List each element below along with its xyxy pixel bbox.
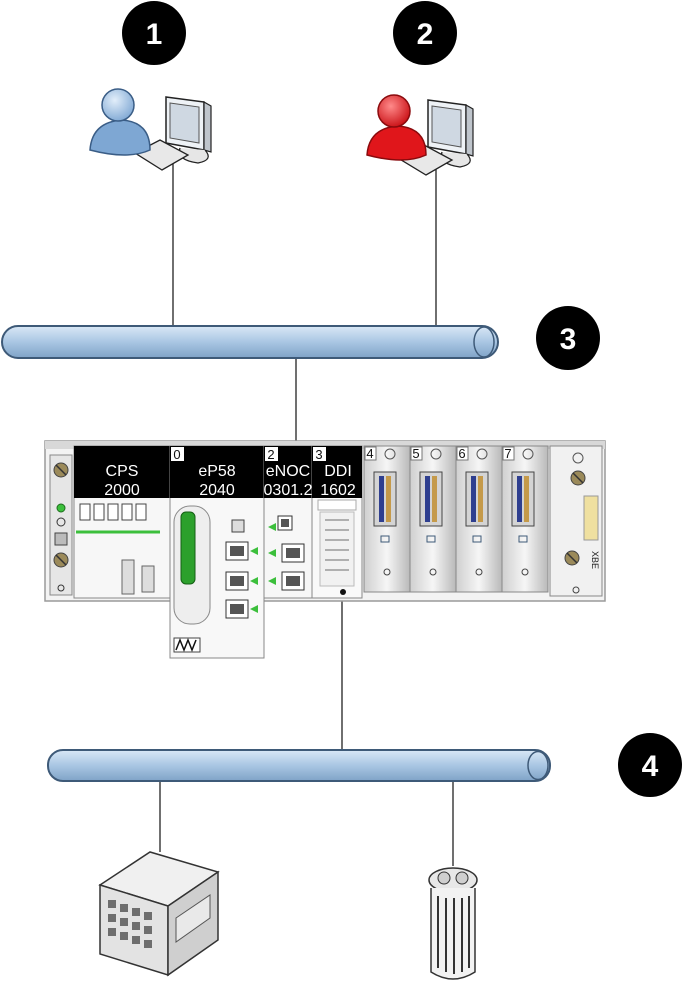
- engineering-workstation-icon: [89, 88, 212, 171]
- server-icon: [98, 851, 220, 977]
- svg-text:eP58: eP58: [198, 463, 235, 480]
- svg-text:7: 7: [504, 446, 511, 461]
- callout-badge-4: 4: [618, 733, 682, 797]
- io-slot-4: 4: [363, 445, 411, 593]
- svg-text:2: 2: [267, 447, 274, 462]
- svg-text:2: 2: [417, 18, 434, 51]
- io-slot-7: 7: [501, 445, 549, 593]
- svg-text:XBE: XBE: [590, 551, 600, 569]
- svg-text:1: 1: [146, 18, 163, 51]
- field-device-icon: [428, 867, 478, 980]
- upper-network-bus: [1, 325, 499, 359]
- cpu-module: 0 eP58 2040: [169, 445, 265, 659]
- svg-text:eNOC: eNOC: [266, 463, 310, 480]
- svg-text:3: 3: [315, 447, 322, 462]
- plc-rack: CPS 2000 0 eP58 2040: [44, 440, 606, 659]
- svg-text:2040: 2040: [199, 482, 235, 499]
- lower-network-bus: [47, 749, 551, 782]
- svg-text:5: 5: [412, 446, 419, 461]
- svg-text:3: 3: [560, 323, 577, 356]
- io-slot-5: 5: [409, 445, 457, 593]
- digital-input-module: 3 DDI 1602: [311, 445, 363, 599]
- svg-text:4: 4: [642, 750, 659, 783]
- svg-text:1602: 1602: [320, 482, 356, 499]
- svg-text:0: 0: [173, 447, 180, 462]
- callout-badge-2: 2: [393, 1, 457, 65]
- svg-text:CPS: CPS: [106, 463, 139, 480]
- callout-badge-3: 3: [536, 306, 600, 370]
- operator-workstation-icon: [366, 94, 474, 176]
- power-supply-module: CPS 2000: [73, 445, 171, 599]
- callout-badge-1: 1: [122, 1, 186, 65]
- rack-end-plate: XBE: [549, 445, 603, 597]
- io-slot-6: 6: [455, 445, 503, 593]
- svg-text:DDI: DDI: [324, 463, 352, 480]
- ethernet-module: 2 eNOC 0301.2: [263, 445, 313, 599]
- svg-text:0301.2: 0301.2: [264, 482, 313, 499]
- svg-text:2000: 2000: [104, 482, 140, 499]
- svg-text:6: 6: [458, 446, 465, 461]
- svg-text:4: 4: [366, 446, 373, 461]
